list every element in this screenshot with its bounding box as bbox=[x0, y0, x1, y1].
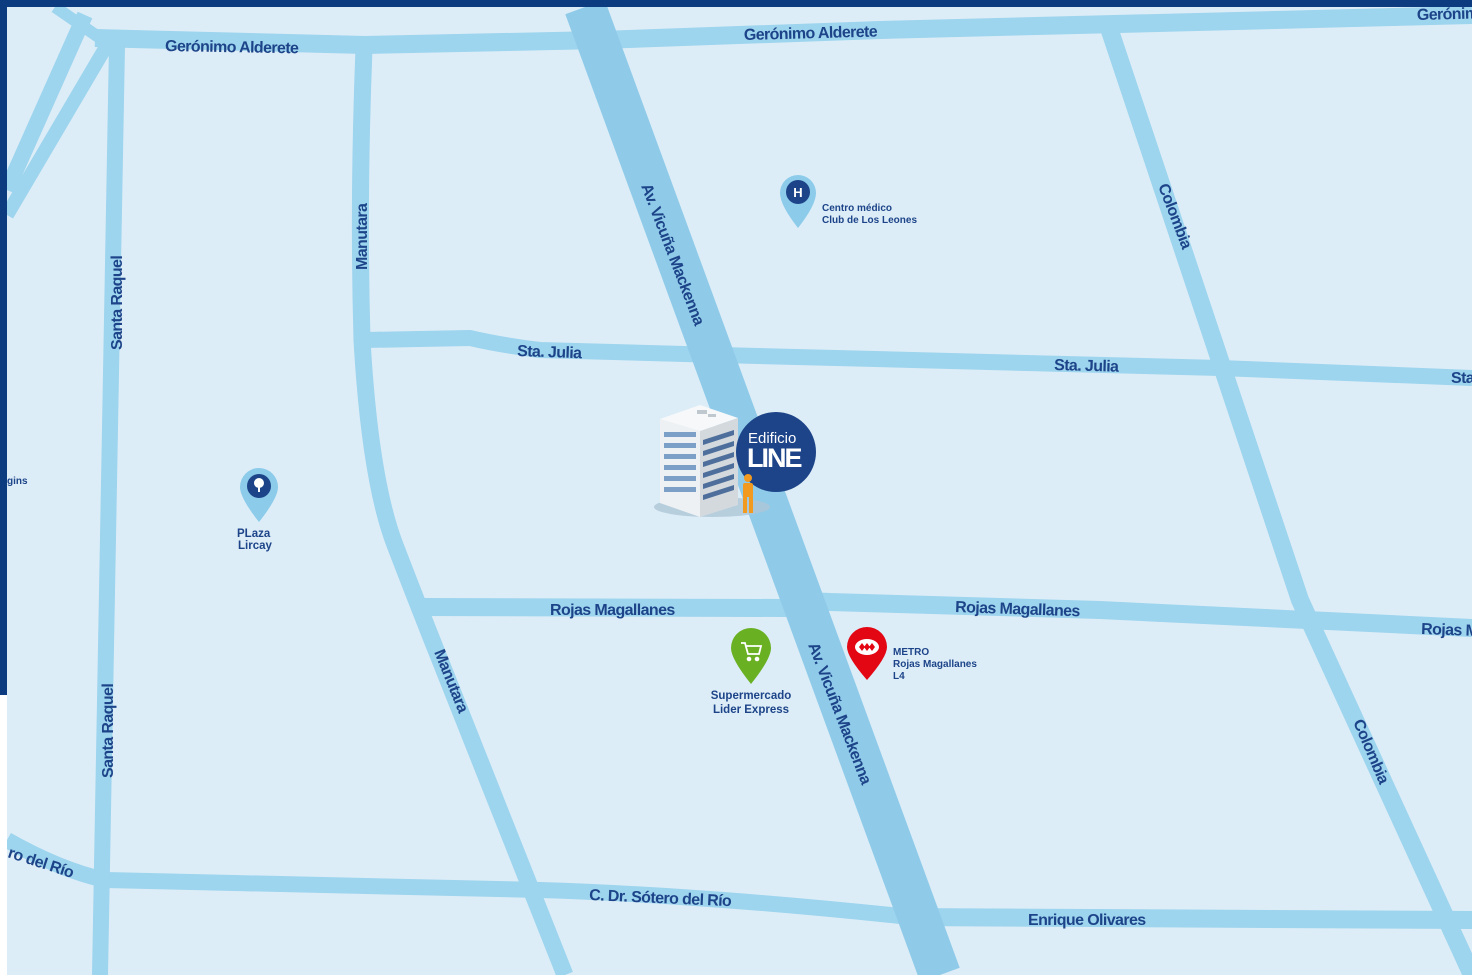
building-badge-name: LINE bbox=[747, 443, 801, 473]
road-diagonal-outer bbox=[0, 11, 93, 194]
road-santa-raquel bbox=[92, 44, 125, 976]
label-geronimo-alderete-east: Gerónimo Alderete bbox=[1417, 7, 1472, 24]
hospital-icon bbox=[786, 180, 810, 204]
label-rojas-magallanes-east: Rojas Magallanes bbox=[955, 599, 1081, 620]
label-sta-julia-edge: Sta. Julia bbox=[1451, 370, 1472, 387]
road-av-vicuna-mackenna bbox=[565, 0, 960, 980]
road-diagonal-inner bbox=[0, 36, 117, 219]
tree-icon bbox=[254, 478, 264, 492]
frame-top-bar bbox=[0, 0, 1472, 7]
poi-plaza-lircay-line2: Lircay bbox=[238, 540, 272, 552]
road-colombia bbox=[1099, 22, 1472, 979]
label-rojas-magallanes-west: Rojas Magallanes bbox=[550, 602, 675, 619]
poi-supermercado-line2: Lider Express bbox=[713, 704, 789, 716]
poi-metro-line1: METRO bbox=[893, 647, 929, 658]
poi-metro-line2: Rojas Magallanes bbox=[893, 659, 977, 670]
poi-centro-medico-line2: Club de Los Leones bbox=[822, 215, 917, 226]
building-badge-top: Edificio bbox=[748, 430, 796, 447]
building-edificio-line[interactable]: Edificio LINE bbox=[654, 405, 816, 517]
road-enrique-olivares bbox=[899, 908, 1472, 929]
label-santa-raquel-south: Santa Raquel bbox=[100, 684, 117, 778]
road-sta-julia bbox=[364, 330, 1472, 386]
frame-left-bar bbox=[0, 0, 7, 695]
road-manutara bbox=[351, 47, 573, 979]
building-badge bbox=[736, 412, 816, 492]
poi-centro-medico-line1: Centro médico bbox=[822, 203, 892, 214]
label-manutara-north: Manutara bbox=[354, 203, 371, 270]
poi-plaza-lircay[interactable]: PLaza Lircay bbox=[237, 468, 278, 552]
metro-icon bbox=[855, 639, 879, 655]
poi-plaza-lircay-line1: PLaza bbox=[237, 528, 271, 540]
label-partial-left: gins bbox=[7, 476, 28, 487]
label-rojas-magallanes-edge: Rojas Magallanes bbox=[1421, 621, 1472, 642]
label-sta-julia-east: Sta. Julia bbox=[1054, 357, 1119, 376]
poi-supermercado-line1: Supermercado bbox=[711, 690, 792, 702]
poi-supermercado[interactable]: Supermercado Lider Express bbox=[711, 628, 792, 716]
label-enrique-olivares: Enrique Olivares bbox=[1028, 912, 1146, 929]
label-sotero-del-rio: C. Dr. Sótero del Río bbox=[589, 887, 733, 910]
person-icon bbox=[743, 474, 753, 513]
pin-marker bbox=[731, 628, 771, 684]
building-icon bbox=[660, 405, 738, 517]
map-background bbox=[7, 7, 1472, 975]
poi-metro[interactable]: METRO Rojas Magallanes L4 bbox=[847, 627, 977, 682]
hospital-glyph: H bbox=[793, 185, 802, 200]
label-santa-raquel-north: Santa Raquel bbox=[109, 256, 126, 350]
road-sotero-del-rio bbox=[3, 833, 901, 924]
cart-icon bbox=[741, 642, 763, 662]
label-geronimo-alderete-center: Gerónimo Alderete bbox=[744, 23, 878, 44]
poi-metro-line3: L4 bbox=[893, 671, 905, 682]
label-sta-julia-west: Sta. Julia bbox=[517, 343, 583, 362]
label-geronimo-alderete-west: Gerónimo Alderete bbox=[165, 38, 299, 57]
poi-centro-medico[interactable]: H Centro médico Club de Los Leones bbox=[780, 175, 917, 228]
